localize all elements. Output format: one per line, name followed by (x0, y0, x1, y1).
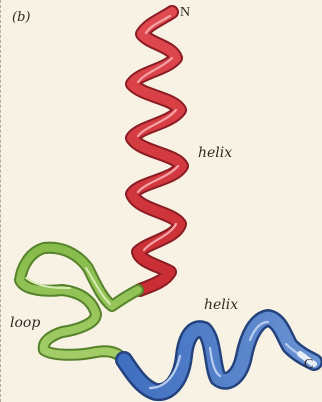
loop-label: loop (10, 316, 40, 330)
helix-lower-ribbon (124, 318, 314, 392)
helix-lower-label: helix (204, 298, 238, 312)
c-terminus-label: C (304, 358, 313, 372)
loop-ribbon (20, 248, 138, 360)
n-terminus-label: N (180, 6, 190, 20)
panel-label: (b) (12, 11, 30, 24)
helix-upper-ribbon (132, 12, 182, 290)
helix-upper-label: helix (198, 146, 232, 160)
